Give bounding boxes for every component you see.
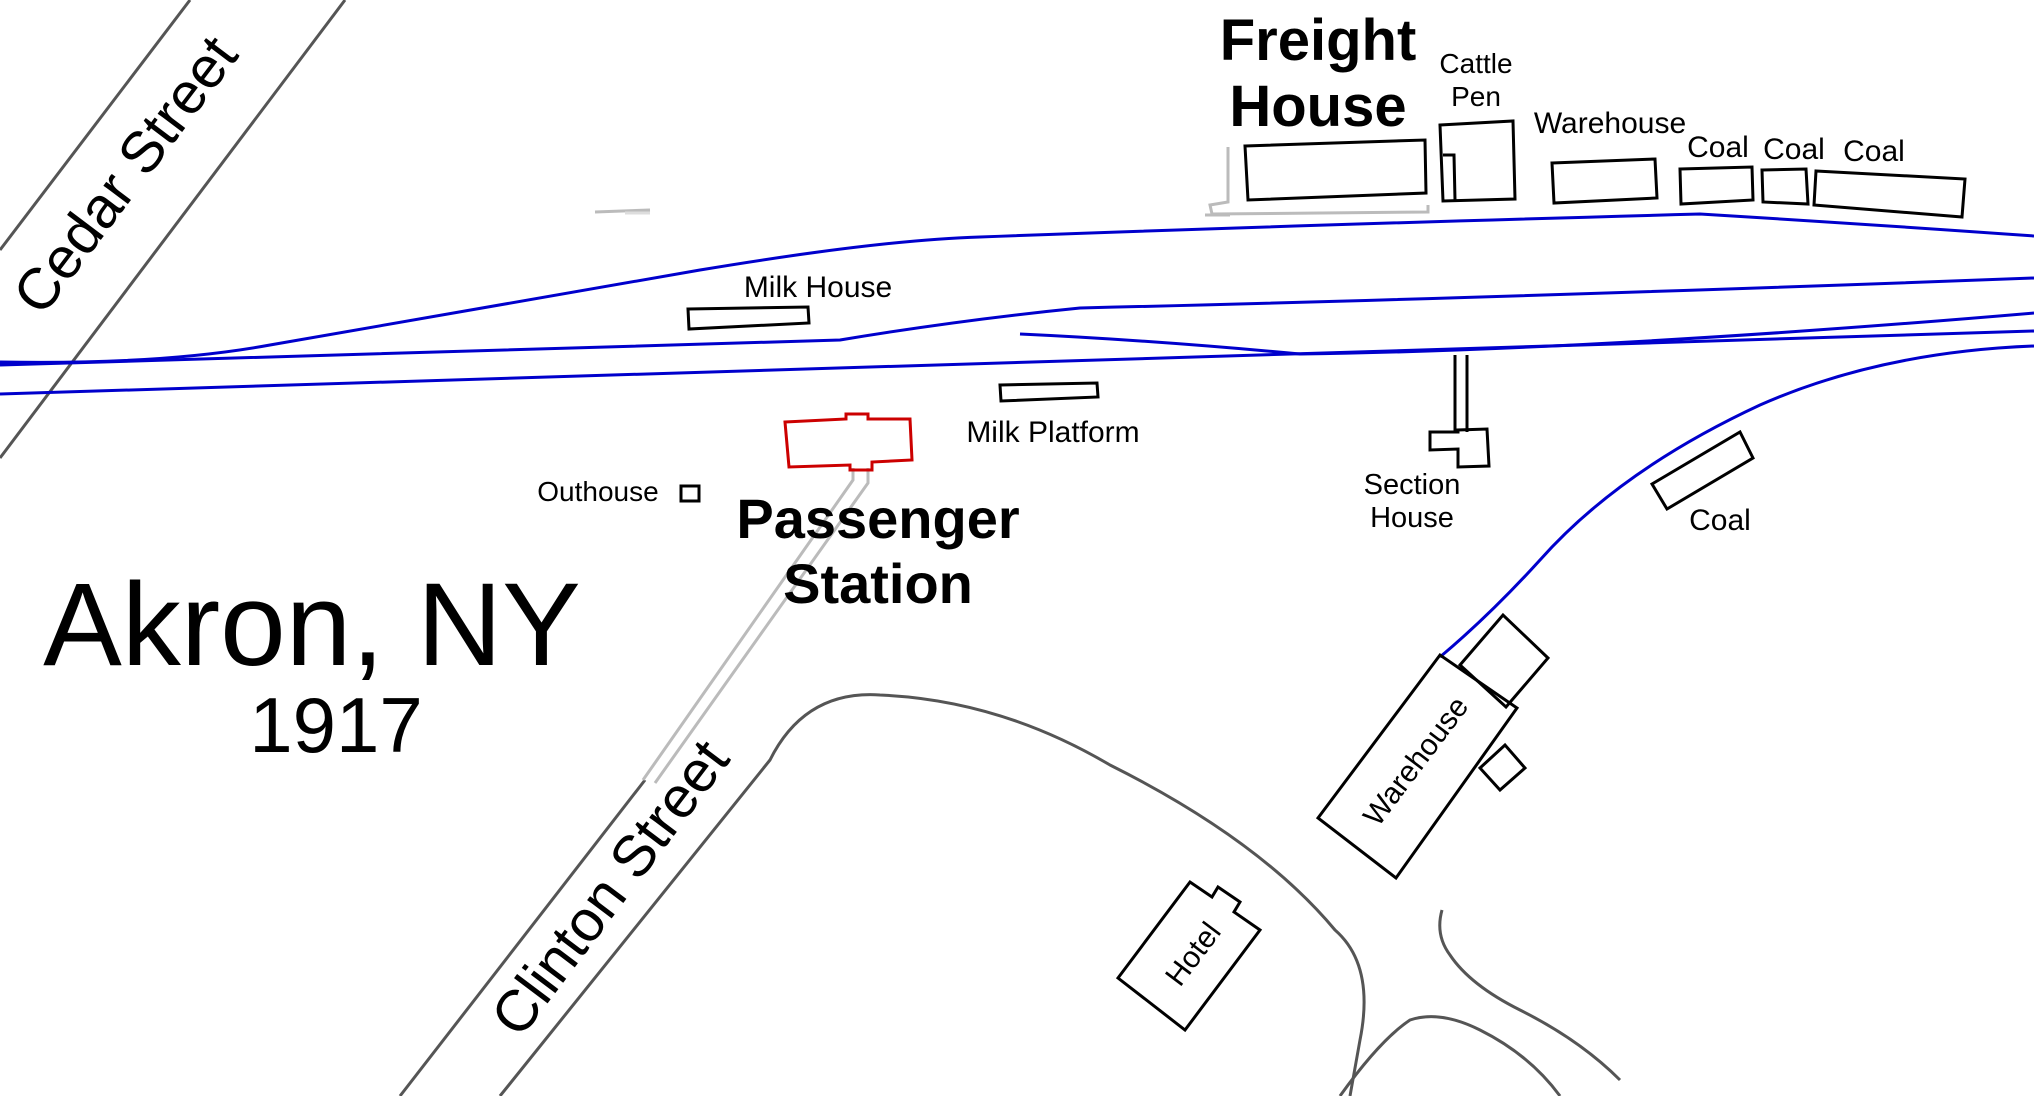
passenger-station-label-line1: Passenger (736, 487, 1019, 550)
map-title: Akron, NY (43, 559, 581, 691)
railroad-tracks (0, 212, 2034, 659)
passenger-station-label-line2: Station (783, 552, 973, 615)
streets (0, 0, 1622, 1096)
buildings (679, 119, 1967, 1033)
freight-house-building (1243, 138, 1428, 202)
section-house-label-line2: House (1370, 502, 1454, 534)
coal-east-building (1649, 429, 1755, 512)
station-walkway (641, 468, 855, 781)
track-crossover (1019, 311, 2034, 356)
platforms (594, 147, 1430, 784)
cattle-pen-label-line1: Cattle (1439, 48, 1512, 79)
coal-1-label: Coal (1687, 131, 1749, 164)
labels: Cedar Street Clinton Street Freight Hous… (0, 8, 1904, 1048)
warehouse-north-label: Warehouse (1534, 107, 1686, 140)
clinton-street-edge-right (498, 693, 1366, 1096)
cattle-pen-building (1438, 119, 1517, 203)
warehouse-north-building (1550, 157, 1659, 205)
outhouse-building (679, 484, 701, 503)
milk-platform-building (998, 381, 1100, 403)
coal-bin-1 (1678, 165, 1755, 206)
map-year: 1917 (249, 681, 423, 769)
station-walkway-2 (653, 468, 870, 784)
freight-house-label-line2: House (1229, 74, 1406, 139)
milk-house-label: Milk House (744, 271, 892, 304)
track-spur-south (1439, 344, 2034, 659)
dash-1 (594, 208, 651, 214)
cedar-street-edge-left (0, 0, 192, 251)
section-house-building (1428, 427, 1491, 469)
warehouse-south-shed (1477, 742, 1528, 793)
track-middle (0, 276, 2034, 367)
coal-east-label: Coal (1689, 504, 1751, 537)
cedar-street-edge-right (0, 0, 347, 459)
track-north (0, 212, 2034, 364)
cattle-pen-label-line2: Pen (1451, 81, 1501, 112)
hotel-label: Hotel (1159, 916, 1228, 992)
milk-platform-label: Milk Platform (966, 416, 1139, 449)
coal-bin-3 (1812, 169, 1967, 219)
coal-bin-2 (1760, 167, 1810, 206)
freight-house-label-line1: Freight (1220, 8, 1417, 73)
coal-3-label: Coal (1843, 135, 1905, 168)
track-main (0, 329, 2034, 396)
milk-house-building (686, 305, 811, 331)
warehouse-south-building (1315, 652, 1520, 881)
cattle-pen-divider (1443, 153, 1457, 201)
outhouse-label: Outhouse (537, 476, 658, 507)
cross-street-south-edge (1338, 1015, 1562, 1096)
warehouse-south-annex (1457, 612, 1551, 710)
passenger-station-building (783, 412, 914, 472)
warehouse-south-label: Warehouse (1357, 691, 1475, 833)
clinton-street-label: Clinton Street (478, 728, 741, 1048)
clinton-street-edge-left (398, 779, 647, 1096)
coal-2-label: Coal (1763, 133, 1825, 166)
section-house-spur (1453, 355, 1469, 432)
section-house-label-line1: Section (1364, 469, 1461, 501)
hotel-building (1115, 879, 1263, 1033)
freight-platform (1208, 147, 1430, 216)
cross-street-north-edge (1438, 909, 1622, 1082)
